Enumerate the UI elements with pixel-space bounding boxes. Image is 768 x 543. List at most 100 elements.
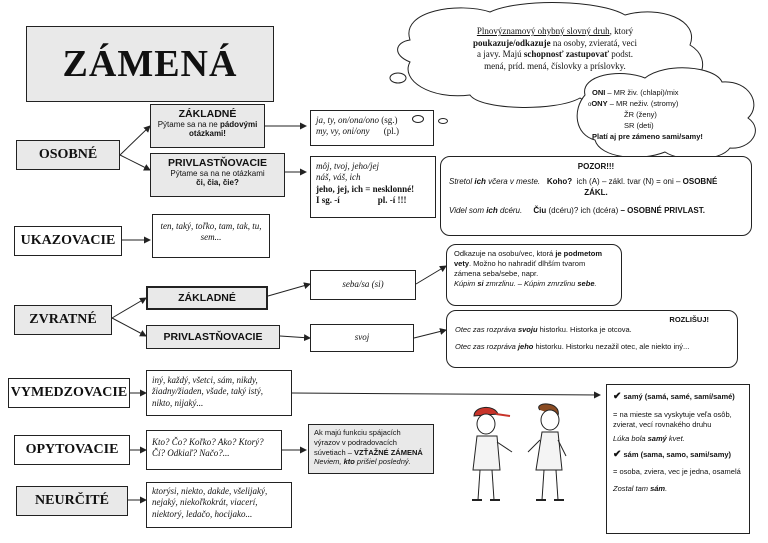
category-vymedzovacie: VYMEDZOVACIE bbox=[8, 378, 130, 408]
osobne-zakladne-examples: ja, ty, on/ona/ono (sg.) my, vy, oni/ony… bbox=[310, 110, 434, 146]
pozor-l1g: ZÁKL. bbox=[584, 188, 608, 198]
zv-info-4e: . bbox=[594, 279, 597, 289]
vztazne-note-4b: kto bbox=[343, 457, 355, 467]
neurcite-examples: ktorýsi, niekto, dakde, všelijaký, nejak… bbox=[146, 482, 292, 528]
zvratne-privlast-box: PRIVLASTŇOVACIE bbox=[146, 325, 280, 349]
vztazne-note-3a: súvetiach – bbox=[314, 447, 355, 457]
vztazne-note-box: Ak majú funkciu spájacích výrazov v podr… bbox=[308, 424, 434, 474]
category-opytovacie: OPYTOVACIE bbox=[14, 435, 130, 465]
osobne-zakladne-title: ZÁKLADNÉ bbox=[178, 108, 237, 120]
zv-info-4c: zmrzlinu. – Kúpim zmrzlinu bbox=[483, 279, 578, 289]
rozl-2a: Otec zas rozpráva bbox=[455, 342, 518, 352]
check-icon-1: ✔ bbox=[613, 391, 622, 402]
category-zvratne-label: ZVRATNÉ bbox=[29, 312, 97, 327]
cloud-line-2b: na osoby, zvieratá, veci bbox=[550, 37, 637, 48]
vztazne-note-1: Ak majú funkciu spájacích bbox=[314, 428, 401, 437]
cloud-line-2a: poukazuje/odkazuje bbox=[473, 37, 551, 48]
pozor-l1a: Stretol bbox=[449, 176, 475, 186]
category-neurcite: NEURČITÉ bbox=[16, 486, 128, 516]
cloud-line-1a: Plnovýznamový ohybný slovný druh bbox=[476, 26, 610, 36]
pozor-l1f: OSOBNÉ bbox=[682, 176, 718, 186]
pozor-l2b: ich bbox=[486, 205, 498, 215]
sam-samy-box: ✔ samý (samá, samé, samí/samé) = na mies… bbox=[606, 384, 750, 534]
cloud-line-1b: , ktorý bbox=[609, 26, 634, 36]
pozor-l1b: ich bbox=[474, 176, 486, 186]
sr-label: SR (deti) bbox=[624, 120, 654, 130]
category-opytovacie-label: OPYTOVACIE bbox=[25, 442, 119, 457]
ony-label: ONY bbox=[591, 98, 608, 108]
zak-ex-2-num: (pl.) bbox=[383, 126, 399, 137]
category-zvratne: ZVRATNÉ bbox=[14, 305, 112, 335]
category-neurcite-label: NEURČITÉ bbox=[35, 493, 109, 508]
zvratne-zak-ex: seba/sa (si) bbox=[342, 279, 384, 290]
cloud-tail-1 bbox=[389, 72, 407, 84]
category-ukazovacie-label: UKAZOVACIE bbox=[20, 233, 116, 248]
cloud-line-3b: schopnosť zastupovať bbox=[523, 49, 610, 60]
zak-ex-1: ja, ty, on/ona/ono bbox=[316, 115, 379, 125]
gender-note: Platí aj pre zámeno sami/samy! bbox=[592, 131, 703, 141]
cloud-line-3c: podst. bbox=[609, 49, 634, 60]
opyt-ex-1: Kto? Čo? Koľko? Ako? Ktorý? bbox=[152, 437, 264, 447]
neur-ex-3: niektorý, ledačo, hocijako... bbox=[152, 508, 253, 519]
neur-ex-1: ktorýsi, niekto, dakde, všelijaký, bbox=[152, 486, 268, 496]
oni-label: ONI bbox=[592, 88, 606, 97]
zv-info-2b: . Možno ho nahradiť dlhším tvarom bbox=[469, 259, 586, 269]
cloud-line-4: mená, príd. mená, číslovky a príslovky. bbox=[484, 61, 626, 72]
pozor-l1c: včera v meste. bbox=[485, 176, 541, 186]
ukazovacie-examples: ten, taký, toľko, tam, tak, tu, sem... bbox=[152, 214, 270, 258]
page-title: ZÁMENÁ bbox=[62, 43, 238, 85]
priv-ex-1: môj, tvoj, jeho/jej bbox=[316, 161, 379, 171]
neur-ex-2: nejaký, niekoľkokrát, viacerí, bbox=[152, 497, 258, 508]
title-box: ZÁMENÁ bbox=[26, 26, 274, 102]
samy-heading: samý (samá, samé, samí/samé) bbox=[623, 392, 735, 401]
sam-ex-c: . bbox=[665, 483, 668, 493]
ukazovacie-ex: ten, taký, toľko, tam, tak, tu, sem... bbox=[160, 221, 262, 243]
zvratne-privlast-example: svoj bbox=[310, 324, 414, 352]
cloud-main-text: Plnovýznamový ohybný slovný druh, ktorý … bbox=[440, 26, 670, 73]
pozor-l2e: (dcéru)? ich (dcéra) bbox=[546, 205, 621, 215]
rozlisuj-title: ROZLIŠUJ! bbox=[669, 315, 709, 324]
zvratne-privlast-title: PRIVLASTŇOVACIE bbox=[163, 331, 263, 343]
pozor-l1e: ich (A) – zákl. tvar (N) = oni – bbox=[576, 176, 683, 186]
zvratne-zakladne-example: seba/sa (si) bbox=[310, 270, 416, 300]
sam-ex-a: Zostal tam bbox=[613, 483, 651, 493]
pozor-l2f: – OSOBNÉ PRIVLAST. bbox=[620, 205, 705, 215]
rozl-1b: svoju bbox=[517, 325, 538, 335]
small-oval-2 bbox=[438, 118, 448, 124]
pozor-box: POZOR!!! Stretol ich včera v meste. Koho… bbox=[440, 156, 752, 236]
pozor-l2c: dcéru. bbox=[497, 205, 523, 215]
zvratne-zakladne-title: ZÁKLADNÉ bbox=[178, 292, 236, 304]
pozor-l1d: Koho? bbox=[546, 176, 573, 186]
osobne-privlast-box: PRIVLASTŇOVACIE Pýtame sa na ne otázkami… bbox=[150, 153, 285, 197]
samy-text: = na mieste sa vyskytuje veľa osôb, zvie… bbox=[613, 409, 732, 429]
category-osobne-label: OSOBNÉ bbox=[38, 147, 98, 162]
check-icon-2: ✔ bbox=[613, 448, 622, 460]
vym-ex-3: niktо, nijaký... bbox=[152, 397, 204, 408]
pozor-l2a: Videl som bbox=[449, 205, 487, 215]
osobne-zakladne-q1b: pádovými bbox=[219, 120, 258, 130]
osobne-zakladne-box: ZÁKLADNÉ Pýtame sa na ne pádovými otázka… bbox=[150, 104, 265, 148]
vztazne-note-3b: VZŤAŽNÉ ZÁMENÁ bbox=[354, 447, 423, 457]
category-vymedzovacie-label: VYMEDZOVACIE bbox=[10, 385, 128, 400]
sam-ex-b: sám bbox=[650, 483, 666, 493]
zak-ex-2: my, vy, oni/ony bbox=[316, 126, 370, 137]
osobne-privlast-examples: môj, tvoj, jeho/jej náš, váš, ich jeho, … bbox=[310, 156, 436, 218]
category-ukazovacie: UKAZOVACIE bbox=[14, 226, 122, 256]
osobne-privlast-q1: Pýtame sa na ne otázkami bbox=[170, 169, 265, 179]
vymedzovacie-examples: iný, každý, všetci, sám, nikdy, žiadny/ž… bbox=[146, 370, 292, 416]
samy-ex-a: Lúka bola bbox=[613, 433, 648, 443]
zvratne-priv-ex: svoj bbox=[354, 332, 370, 343]
zv-info-1: Odkazuje na osobu/vec, ktorá bbox=[454, 249, 556, 258]
priv-ex-2: náš, váš, ich bbox=[316, 172, 361, 183]
category-osobne: OSOBNÉ bbox=[16, 140, 120, 170]
rozl-1c: historku. Historka je otcova. bbox=[537, 325, 632, 335]
priv-ex-4b: pl. -í !!! bbox=[377, 194, 407, 205]
samy-ex-c: kvet. bbox=[666, 433, 685, 443]
oni-desc: – MR živ. (chlapi)/mix bbox=[605, 88, 679, 97]
vztazne-note-4a: Neviem, bbox=[314, 457, 344, 467]
cloud-line-3a: a javy. Majú bbox=[476, 49, 524, 60]
ony-desc: – MR neživ. (stromy) bbox=[607, 98, 679, 108]
sam-text: = osoba, zviera, vec je jedna, osamelá bbox=[613, 467, 741, 477]
sam-heading: sám (sama, samo, sami/samy) bbox=[623, 449, 732, 459]
